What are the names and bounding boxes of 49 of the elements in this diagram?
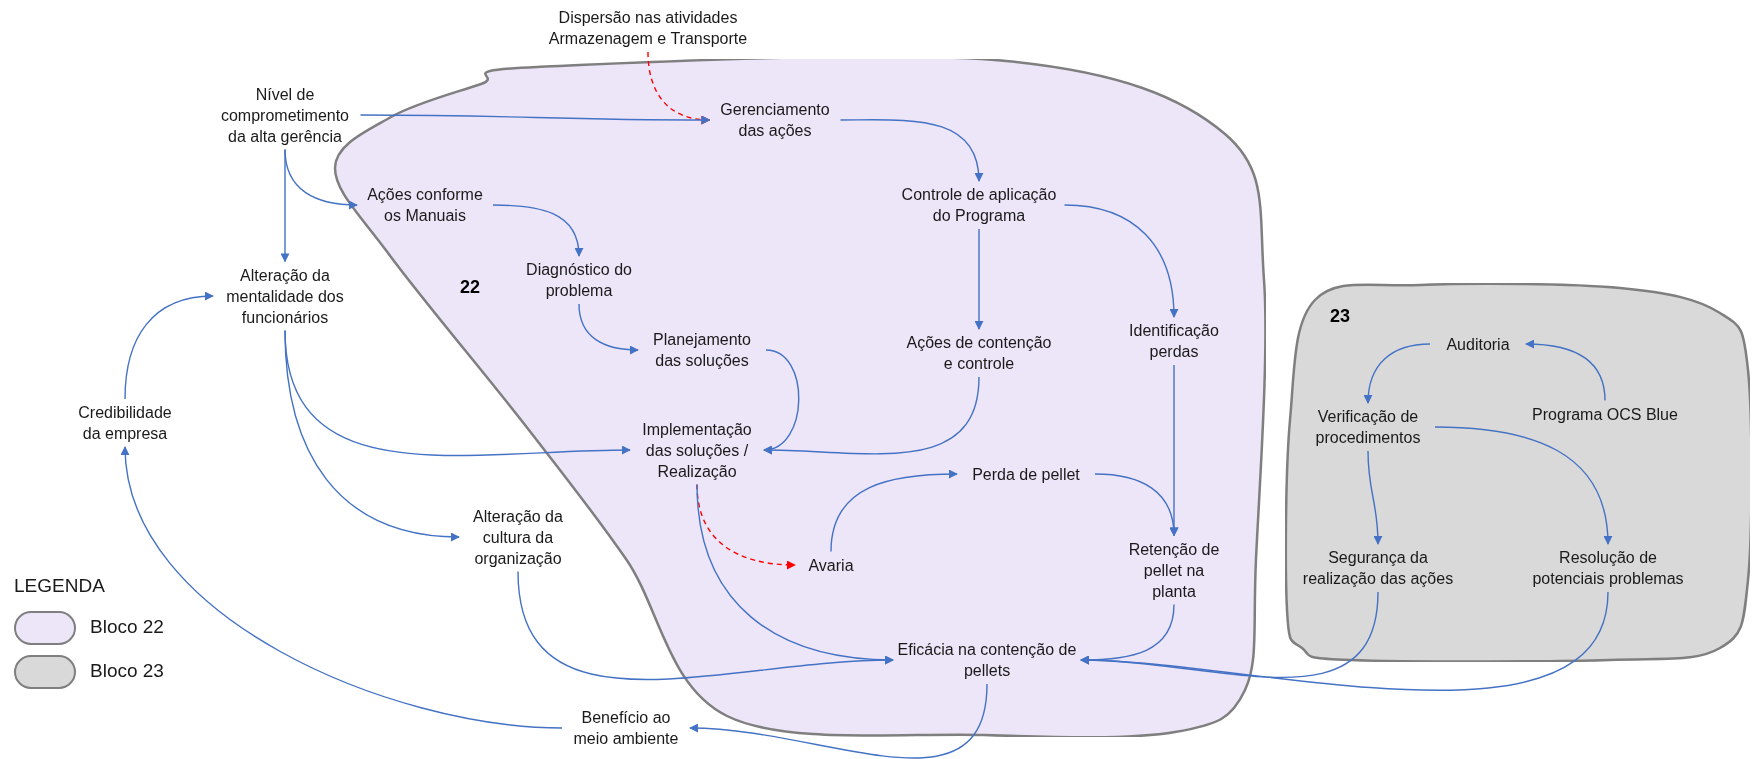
factor-text: Nível de comprometimento da alta gerência xyxy=(212,83,358,147)
causal-arrow xyxy=(359,114,711,125)
causal-arrow xyxy=(121,446,563,729)
factor-text: Planejamento das soluções xyxy=(641,329,763,371)
factor-text: Alteração da mentalidade dos funcionários xyxy=(216,264,354,328)
legend-label: Bloco 23 xyxy=(90,659,164,684)
factor-text: Alteração da cultura da organização xyxy=(462,505,574,569)
factor-text: Verificação de procedimentos xyxy=(1304,406,1432,448)
factor-text: Implementação das soluções / Realização xyxy=(633,418,761,482)
block-number: 23 xyxy=(1330,307,1351,325)
factor-text: Retenção de pellet na planta xyxy=(1120,538,1228,602)
factor-text: Programa OCS Blue xyxy=(1522,403,1688,425)
block-region xyxy=(1285,283,1750,662)
factor-text: Diagnóstico do problema xyxy=(516,259,642,301)
causal-arrow xyxy=(517,570,894,681)
causal-arrow xyxy=(1063,204,1179,318)
causal-arrow xyxy=(1367,450,1383,545)
causal-arrow xyxy=(578,303,639,355)
causal-arrow xyxy=(124,292,214,400)
factor-text: Auditoria xyxy=(1433,333,1523,355)
factor-text: Identificação perdas xyxy=(1116,320,1232,362)
factor-text: Benefício ao meio ambiente xyxy=(565,707,687,749)
causal-arrow xyxy=(284,329,460,541)
factor-text: Controle de aplicação do Programa xyxy=(896,184,1062,226)
causal-arrow xyxy=(1525,339,1606,402)
causal-arrow xyxy=(492,204,583,257)
factor-text: Resolução de potenciais problemas xyxy=(1522,547,1694,589)
causal-arrow xyxy=(974,228,984,330)
factor-text: Eficácia na contenção de pellets xyxy=(896,639,1078,681)
factor-text: Gerenciamento das ações xyxy=(712,99,838,141)
block-number: 22 xyxy=(460,278,481,296)
factor-text: Ações de contenção e controle xyxy=(900,332,1058,374)
causal-arrow xyxy=(830,469,958,553)
causal-arrow xyxy=(280,148,290,263)
causal-arrow xyxy=(1094,473,1178,537)
legend-label: Bloco 22 xyxy=(90,615,164,640)
causal-arrow xyxy=(763,376,980,455)
factor-text: Perda de pellet xyxy=(960,463,1092,485)
factor-text: Segurança da realização das ações xyxy=(1298,547,1458,589)
causal-arrow xyxy=(689,683,988,759)
causal-arrow xyxy=(1434,426,1612,545)
causal-arrow xyxy=(1080,591,1609,691)
legend-title: LEGENDA xyxy=(14,574,106,598)
causal-arrow xyxy=(839,119,983,182)
causal-arrow xyxy=(1363,343,1431,404)
factor-text: Dispersão nas atividades Armazenagem e Transporte xyxy=(540,7,756,49)
factor-text: Avaria xyxy=(798,554,864,576)
factor-text: Credibilidade da empresa xyxy=(72,402,178,444)
factor-text: Ações conforme os Manuais xyxy=(360,184,490,226)
